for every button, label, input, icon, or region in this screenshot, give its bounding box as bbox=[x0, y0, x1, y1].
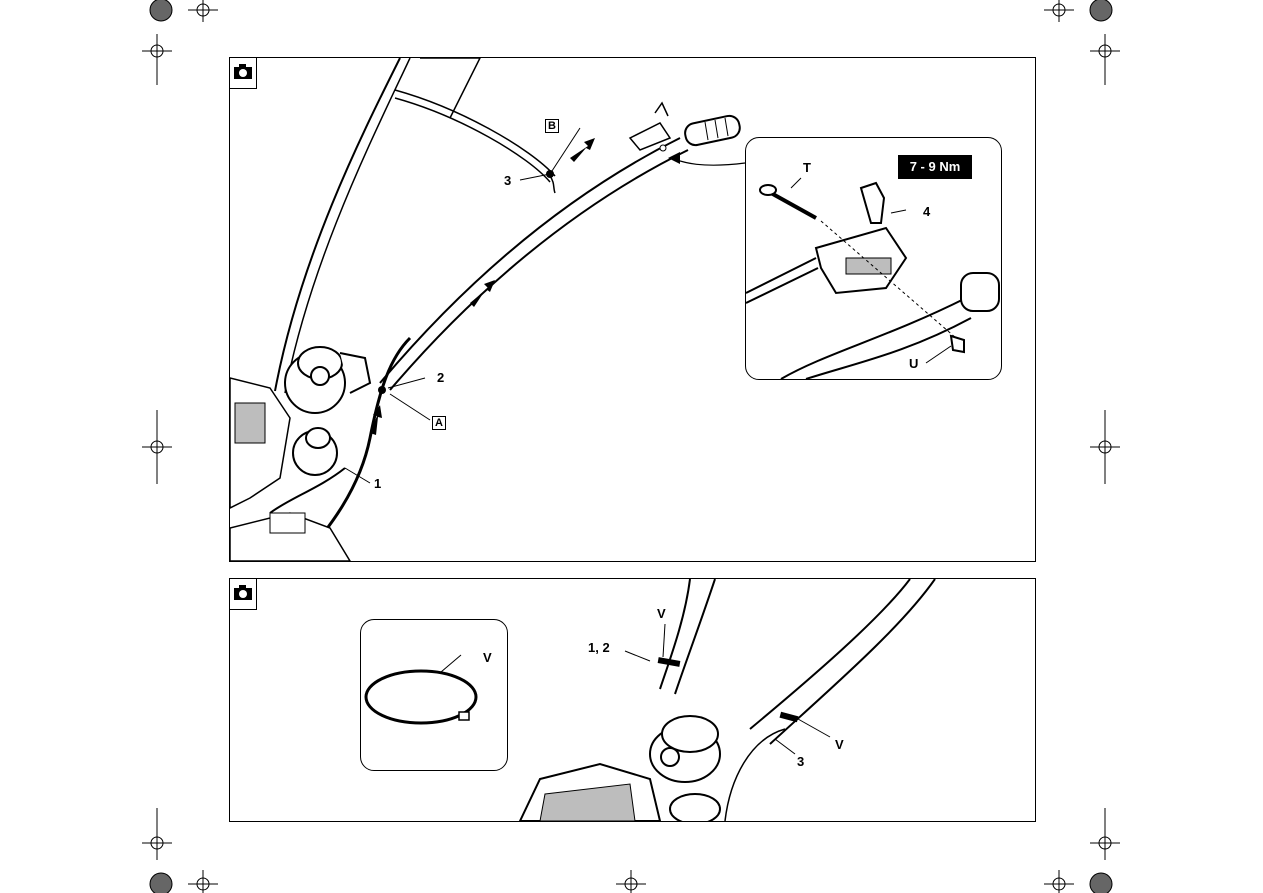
point-a-marker: A bbox=[432, 416, 446, 430]
label-tie-upper-v: V bbox=[657, 607, 666, 620]
label-handle-2: 2 bbox=[437, 371, 444, 384]
label-lever-4: 4 bbox=[923, 205, 930, 218]
label-handles-1-2: 1, 2 bbox=[588, 641, 610, 654]
point-b-marker: B bbox=[545, 119, 559, 133]
label-cable-1: 1 bbox=[374, 477, 381, 490]
detail-inset-cable-tie: V bbox=[360, 619, 508, 771]
label-tie-detail-v: V bbox=[483, 651, 492, 664]
label-cable-3: 3 bbox=[504, 174, 511, 187]
torque-value-badge: 7 - 9 Nm bbox=[898, 155, 972, 179]
camera-icon bbox=[230, 579, 257, 610]
camera-icon bbox=[230, 58, 257, 89]
label-cable-3: 3 bbox=[797, 755, 804, 768]
cable-tie-illustration bbox=[230, 579, 1035, 821]
label-bolt-t: T bbox=[803, 161, 811, 174]
figure-1-panel: B 3 2 A 1 T 4 U 7 - 9 Nm bbox=[229, 57, 1036, 562]
label-nut-u: U bbox=[909, 357, 918, 370]
figure-2-panel: V V 1, 2 V 3 bbox=[229, 578, 1036, 822]
label-tie-lower-v: V bbox=[835, 738, 844, 751]
